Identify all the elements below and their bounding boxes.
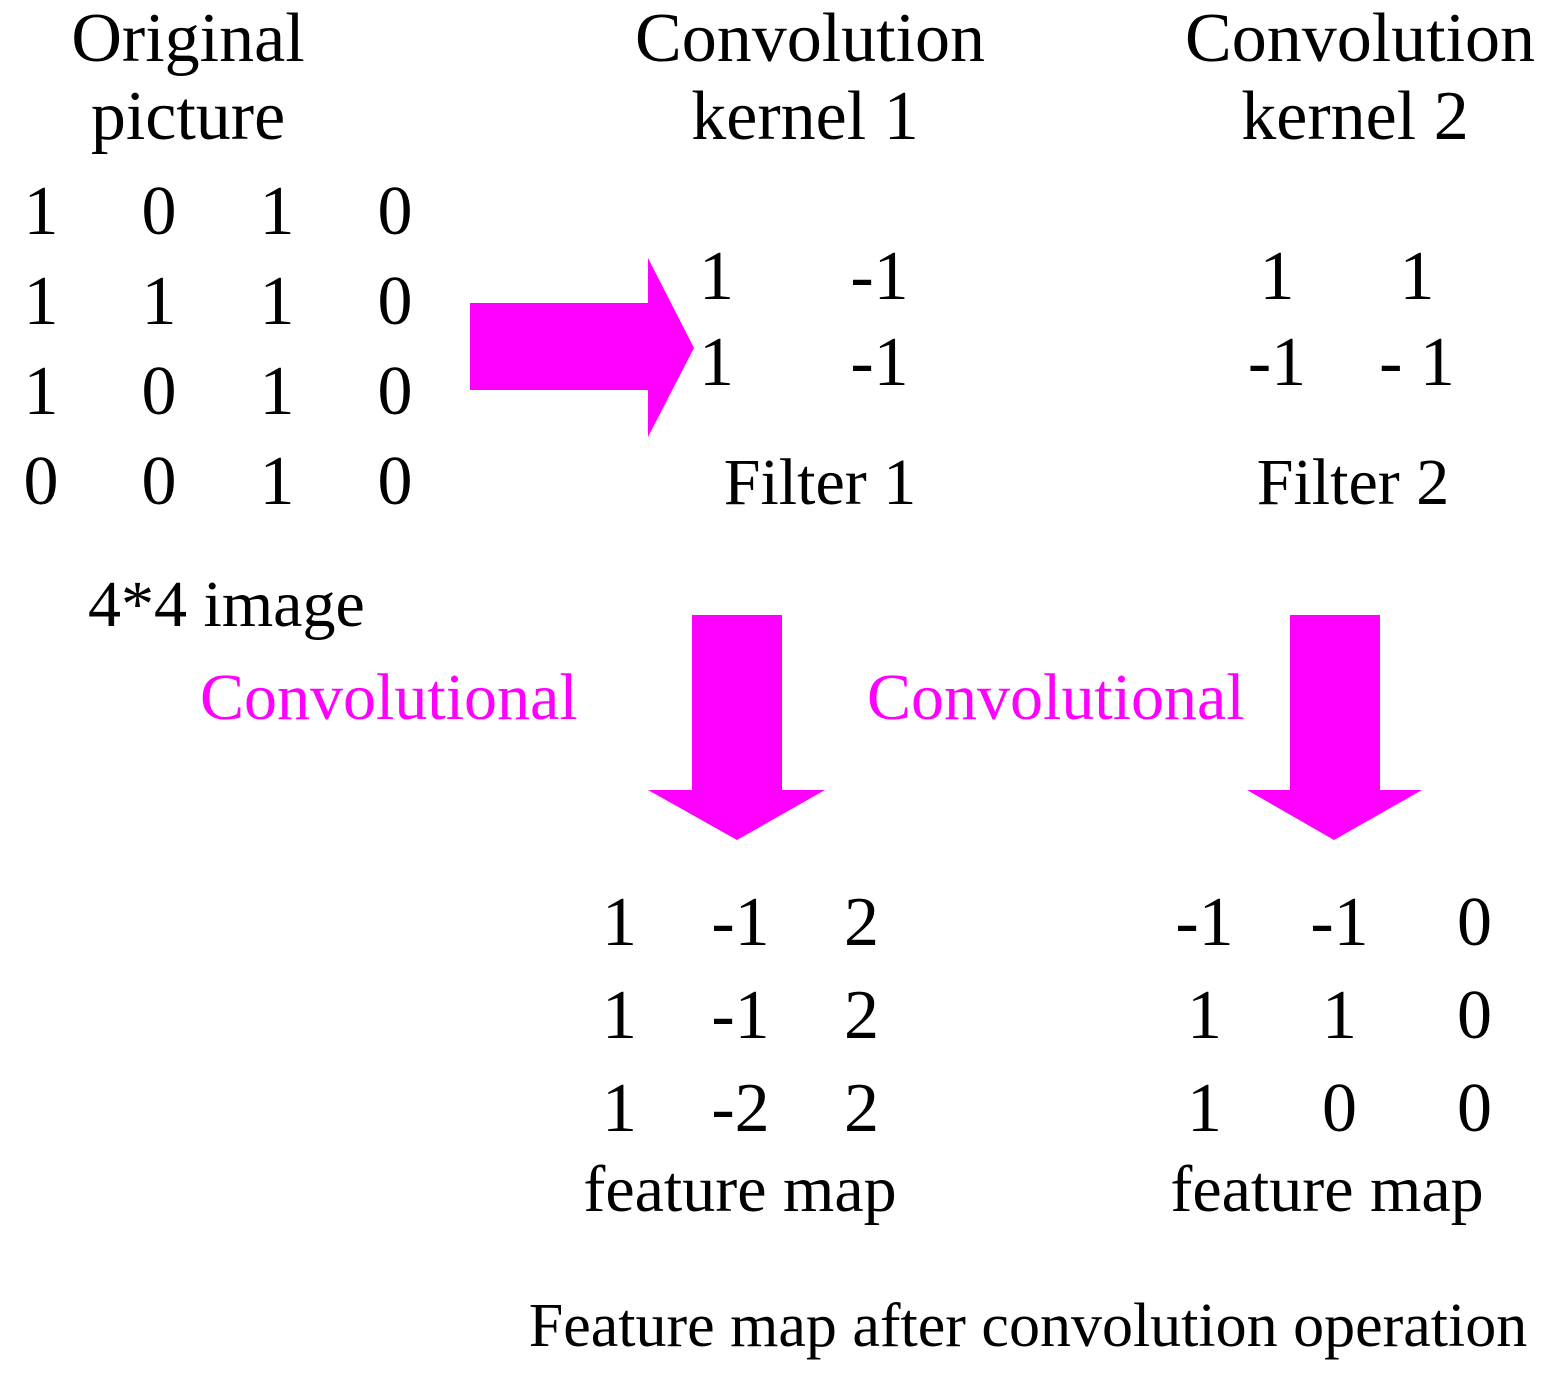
matrix-cell: 2 [844,976,879,1054]
matrix-cell: 1 [259,173,295,250]
kernel1-matrix: 1 -1 1 -1 [635,234,961,406]
kernel1-title: Convolution kernel 1 [635,0,986,156]
matrix-cell: 0 [377,173,413,250]
matrix-cell: 1 [1187,976,1222,1054]
matrix-cell: 1 [141,263,177,340]
matrix-cell: 1 [23,173,59,250]
matrix-cell: -1 [1175,883,1234,961]
convolutional-label-left: Convolutional [200,661,578,734]
matrix-cell: 0 [377,353,413,430]
matrix-cell: -2 [711,1069,770,1147]
arrow-down-left-icon [648,615,825,840]
arrow-down-right-icon [1247,615,1422,840]
matrix-cell: 1 [1187,1069,1222,1147]
feature-map2-matrix: -1 -1 0 1 1 0 1 0 0 [1137,876,1542,1155]
feature-map1-matrix: 1 -1 2 1 -1 2 1 -2 2 [559,876,922,1155]
original-picture-title-line2: picture [90,78,286,155]
matrix-cell: 0 [377,443,413,520]
matrix-cell: 1 [1322,976,1357,1054]
matrix-cell: 0 [1457,883,1492,961]
kernel2-title: Convolution kernel 2 [1185,0,1536,156]
matrix-cell: 0 [141,173,177,250]
matrix-cell: 0 [1322,1069,1357,1147]
matrix-cell: -1 [711,883,770,961]
matrix-cell: 2 [844,883,879,961]
matrix-cell: 0 [23,443,59,520]
matrix-cell: 0 [141,443,177,520]
matrix-cell: 1 [1399,238,1435,315]
original-picture-title-line1: Original [71,0,305,77]
matrix-cell: 1 [259,353,295,430]
matrix-cell: -1 [711,976,770,1054]
feature-map1-label: feature map [583,1153,897,1226]
matrix-cell: -1 [850,324,909,401]
matrix-cell: 1 [602,976,637,1054]
matrix-cell: 1 [1259,238,1295,315]
feature-map2-label: feature map [1170,1153,1484,1226]
matrix-cell: -1 [1310,883,1369,961]
bottom-caption: Feature map after convolution operation [528,1292,1528,1360]
matrix-cell: 2 [844,1069,879,1147]
original-picture-title: Original picture [18,0,358,156]
matrix-cell: 0 [377,263,413,340]
matrix-cell: 0 [1457,1069,1492,1147]
filter2-label: Filter 2 [1256,446,1450,519]
matrix-cell: 1 [699,324,734,401]
filter1-label: Filter 1 [723,446,917,519]
convolutional-label-right: Convolutional [867,661,1245,734]
matrix-cell: 1 [699,238,734,315]
kernel1-title-line1: Convolution [635,0,986,77]
matrix-cell: 1 [602,883,637,961]
kernel2-title-line1: Convolution [1185,0,1536,77]
original-matrix: 1 0 1 0 1 1 1 0 1 0 1 0 0 0 1 0 [0,167,454,527]
matrix-cell: 0 [1457,976,1492,1054]
matrix-cell: 1 [602,1069,637,1147]
image-size-label: 4*4 image [88,568,365,641]
kernel2-title-line2: kernel 2 [1241,78,1469,155]
matrix-cell: 1 [23,263,59,340]
matrix-cell: 1 [259,263,295,340]
kernel2-matrix: 1 1 -1 - 1 [1207,234,1487,406]
matrix-cell: -1 [1247,324,1307,401]
matrix-cell: 1 [23,353,59,430]
matrix-cell: 0 [141,353,177,430]
matrix-cell: 1 [259,443,295,520]
kernel1-title-line2: kernel 1 [691,78,919,155]
matrix-cell: - 1 [1379,324,1455,401]
matrix-cell: -1 [850,238,909,315]
